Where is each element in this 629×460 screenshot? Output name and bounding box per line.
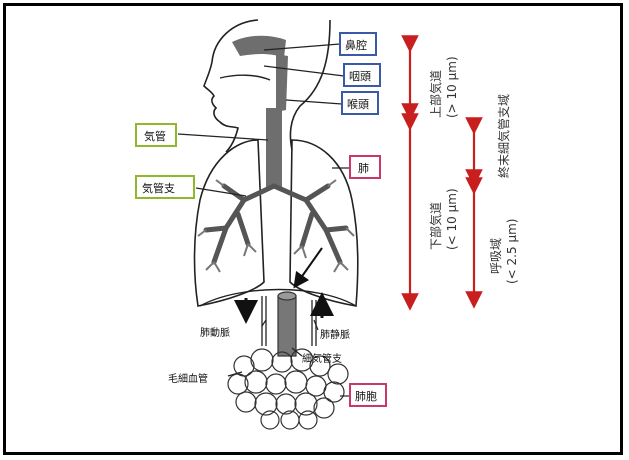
leader-lines [178, 44, 350, 396]
pulmonary-vein-label: 肺静脈 [320, 328, 350, 341]
upper-airway-size: (> 10 µm) [445, 56, 459, 118]
lung-label: 肺 [358, 162, 369, 175]
pulmonary-artery-label: 肺動脈 [200, 326, 230, 339]
terminal-region-text: 終末細気管支域 [496, 94, 511, 178]
trachea-label: 気管 [144, 129, 166, 143]
nasal-cavity-label: 鼻腔 [345, 38, 367, 52]
lower-airway-text: 下部気道 [428, 202, 443, 250]
mouth-line [220, 75, 270, 80]
upper-airway-text: 上部気道 [428, 70, 443, 118]
bronchi-label: 気管支 [142, 181, 175, 195]
respiratory-region-size: (< 2.5 µm) [505, 219, 519, 284]
pharynx-label: 咽頭 [349, 70, 371, 83]
alveolus-label: 肺胞 [355, 390, 377, 403]
zoom-arrow [298, 248, 322, 282]
capillary-label: 毛細血管 [168, 372, 208, 385]
bronchial-tree [206, 186, 346, 262]
bronchiole-label: 細気管支 [302, 352, 342, 365]
respiratory-region-text: 呼吸域 [489, 238, 503, 274]
larynx-label: 喉頭 [347, 98, 369, 111]
pharynx-airway [276, 54, 288, 112]
neck-back-outline [290, 20, 330, 150]
lower-airway-size: (< 10 µm) [445, 188, 459, 250]
trachea-shape [266, 108, 282, 188]
